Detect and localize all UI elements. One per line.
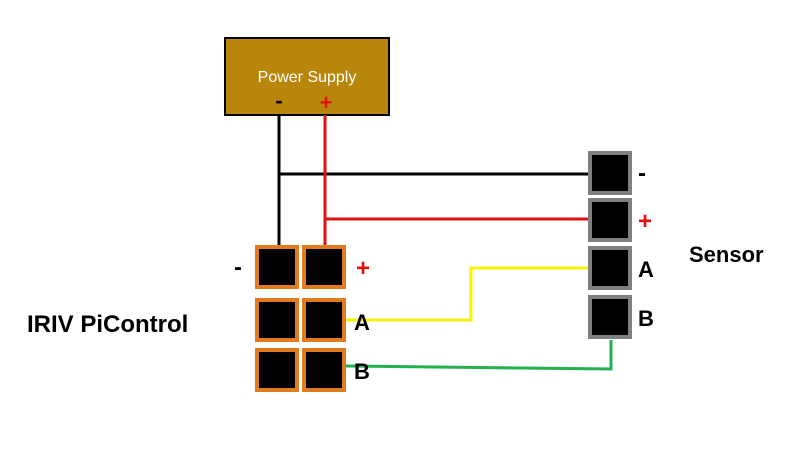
sensor-terminal-b [588, 295, 632, 339]
picontrol-terminal-a [302, 298, 346, 342]
picontrol-b-label: B [354, 359, 370, 384]
sensor-minus-label: - [638, 160, 646, 187]
sensor-plus-label: + [638, 208, 652, 235]
sensor-b-label: B [638, 306, 654, 331]
picontrol-a-label: A [354, 310, 370, 335]
picontrol-terminal-left-3 [255, 348, 299, 392]
power-supply-minus-label: - [275, 88, 282, 113]
sensor-terminal-a [588, 246, 632, 290]
sensor-terminals [588, 151, 632, 339]
picontrol-terminal-b [302, 348, 346, 392]
picontrol-terminal-plus [302, 245, 346, 289]
picontrol-name: IRIV PiControl [27, 311, 188, 338]
power-supply-title: Power Supply [258, 69, 357, 86]
sensor-name: Sensor [689, 242, 764, 267]
picontrol-minus-label: - [234, 254, 242, 281]
picontrol-terminals [255, 245, 346, 392]
sensor-terminal-plus [588, 198, 632, 242]
power-supply-plus-label: + [320, 90, 333, 115]
a-wire [346, 266, 590, 322]
picontrol-terminal-minus [255, 245, 299, 289]
power-supply-box [224, 37, 390, 116]
picontrol-terminal-left-2 [255, 298, 299, 342]
b-wire [345, 340, 613, 371]
sensor-a-label: A [638, 257, 654, 282]
picontrol-plus-label: + [356, 255, 370, 282]
sensor-terminal-minus [588, 151, 632, 195]
